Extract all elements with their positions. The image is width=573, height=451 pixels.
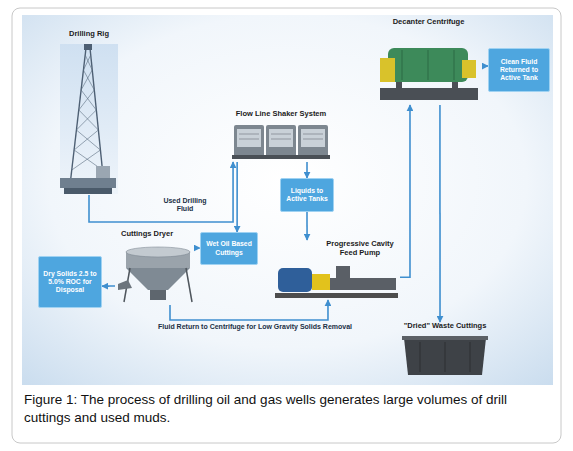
decanter-centrifuge-picture-part — [454, 50, 455, 80]
waste-bin-picture-part — [402, 336, 488, 340]
feed-pump-picture-part — [336, 266, 350, 280]
shaker-picture-part — [298, 125, 328, 158]
decanter-centrifuge-picture-part — [402, 50, 403, 80]
feed-pump-picture-part — [275, 293, 398, 298]
decanter-centrifuge-picture-part — [388, 48, 468, 82]
shaker-picture — [232, 125, 330, 159]
flow-arrow — [439, 105, 441, 322]
waste-bin-picture — [402, 336, 488, 375]
flow-arrow — [236, 162, 238, 232]
cuttings-dryer-picture-part — [118, 280, 132, 290]
flow-arrow — [170, 300, 328, 320]
decanter-centrifuge-picture-part — [396, 82, 402, 88]
node-heading: "Dried" Waste Cuttings — [398, 322, 492, 331]
box-text: Liquids to Active Tanks — [283, 187, 331, 203]
node-heading: Decanter Centrifuge — [375, 18, 482, 27]
decanter-centrifuge-picture — [380, 48, 478, 100]
box-text: Clean Fluid Returned to Active Tank — [491, 58, 547, 82]
box-text: Wet Oil Based Cuttings — [203, 240, 255, 256]
shaker-picture-part — [232, 155, 330, 159]
cuttings-dryer-picture-part — [126, 247, 190, 257]
node-heading: Flow Line Shaker System — [230, 110, 332, 119]
drilling-rig-picture-part — [60, 44, 118, 194]
equipment-node: Drilling Rig — [60, 30, 118, 195]
drilling-rig-picture-part — [60, 178, 116, 188]
shaker-picture-part — [239, 134, 259, 135]
drilling-rig-picture — [60, 44, 118, 194]
waste-bin-picture-part — [445, 342, 446, 372]
cuttings-dryer-picture-part — [150, 290, 166, 300]
box-text: Dry Solids 2.5 to 5.0% ROC for Disposal — [41, 270, 99, 294]
node-heading: Cuttings Dryer — [121, 230, 200, 239]
process-box: Clean Fluid Returned to Active Tank — [488, 48, 550, 92]
shaker-picture-part — [271, 134, 291, 135]
drilling-rig-picture-part — [84, 44, 92, 50]
edge-label: Used Drilling Fluid — [158, 197, 212, 214]
feed-pump-picture-part — [278, 268, 312, 292]
figure-frame — [12, 8, 561, 443]
flow-arrow — [306, 212, 308, 240]
cuttings-dryer-picture-part — [186, 268, 192, 302]
cuttings-dryer-picture — [118, 247, 192, 302]
feed-pump-picture-part — [312, 274, 330, 290]
equipment-node: Cuttings Dryer — [115, 230, 200, 305]
drilling-rig-picture-part — [72, 55, 101, 170]
shaker-picture-part — [303, 139, 323, 140]
equipment-node: "Dried" Waste Cuttings — [398, 322, 492, 378]
waste-bin-picture-part — [470, 342, 471, 372]
decanter-centrifuge-picture-part — [428, 50, 429, 80]
equipment-node: Flow Line Shaker System — [230, 110, 332, 162]
decanter-centrifuge-picture-part — [462, 60, 476, 78]
process-box: Dry Solids 2.5 to 5.0% ROC for Disposal — [38, 256, 102, 308]
drilling-rig-picture-part — [70, 48, 86, 185]
edge-label: Fluid Return to Centrifuge for Low Gravi… — [150, 323, 360, 331]
drilling-rig-picture-part — [64, 188, 112, 194]
process-box: Liquids to Active Tanks — [280, 178, 334, 212]
drilling-rig-picture-part — [74, 55, 102, 170]
flow-arrow — [102, 285, 115, 287]
decanter-centrifuge-picture-part — [380, 88, 478, 100]
shaker-picture-part — [237, 129, 261, 147]
cuttings-dryer-picture-part — [126, 268, 190, 290]
decanter-centrifuge-picture-part — [452, 82, 458, 88]
shaker-picture-part — [234, 125, 264, 158]
shaker-picture-part — [269, 129, 293, 147]
shaker-picture-part — [303, 134, 323, 135]
drilling-rig-picture-part — [96, 166, 110, 178]
figure-panel — [22, 15, 553, 385]
decanter-centrifuge-picture-part — [380, 58, 395, 82]
shaker-picture-part — [266, 125, 296, 158]
waste-bin-picture-part — [420, 342, 421, 372]
flow-arrow — [400, 105, 410, 277]
figure-caption: Figure 1: The process of drilling oil an… — [24, 391, 554, 426]
drilling-rig-picture-part — [90, 48, 104, 185]
waste-bin-picture-part — [404, 338, 486, 375]
equipment-node: Decanter Centrifuge — [375, 18, 482, 105]
equipment-node: Progressive Cavity Feed Pump — [270, 240, 400, 300]
node-heading: Drilling Rig — [60, 30, 118, 39]
process-box: Wet Oil Based Cuttings — [200, 232, 258, 265]
flow-arrow — [89, 162, 233, 222]
flow-arrow — [306, 162, 308, 178]
shaker-picture-part — [271, 139, 291, 140]
shaker-picture-part — [301, 129, 325, 147]
shaker-picture-part — [239, 139, 259, 140]
node-heading: Progressive Cavity Feed Pump — [320, 240, 400, 257]
feed-pump-picture — [275, 266, 398, 298]
